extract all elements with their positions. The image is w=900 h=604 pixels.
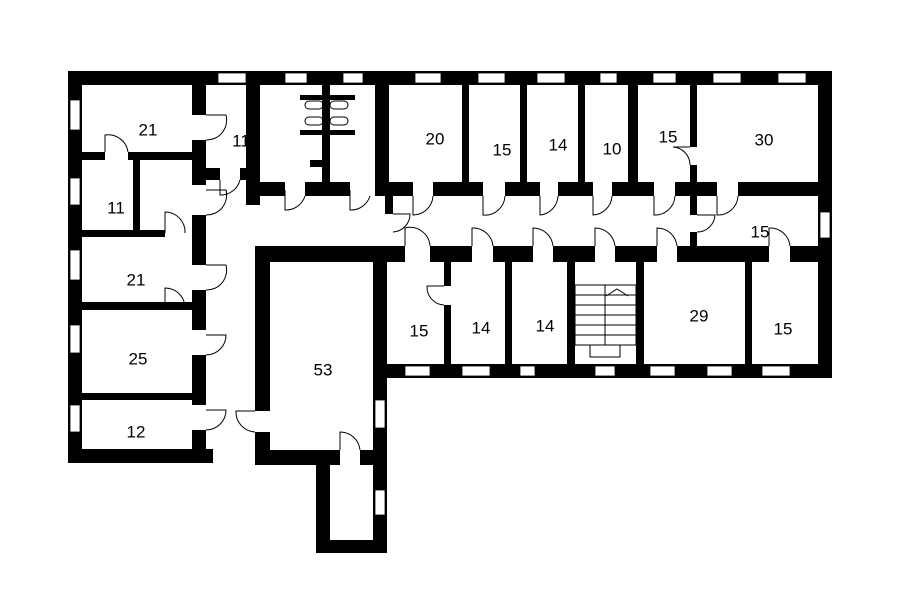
room-label: 15	[751, 222, 770, 241]
room-label: 15	[493, 140, 512, 159]
doors	[104, 114, 791, 451]
room-labels: 21 11 11 21 25 12 20 15 14 10 15 30 15 1…	[107, 120, 792, 441]
room-label: 21	[139, 120, 158, 139]
room-label: 20	[426, 129, 445, 148]
room-label: 25	[129, 349, 148, 368]
stairs-icon	[574, 284, 637, 358]
walls	[68, 71, 832, 553]
room-label: 14	[549, 135, 568, 154]
wc-fixtures-icon	[304, 100, 349, 126]
room-label: 15	[659, 127, 678, 146]
room-label: 15	[410, 321, 429, 340]
room-label: 14	[536, 316, 555, 335]
room-label: 30	[755, 130, 774, 149]
room-label: 53	[314, 360, 333, 379]
room-label: 29	[690, 306, 709, 325]
room-label: 14	[472, 318, 491, 337]
room-label: 10	[603, 139, 622, 158]
room-label: 11	[232, 131, 250, 150]
room-label: 11	[107, 198, 125, 217]
room-label: 21	[127, 270, 146, 289]
room-label: 12	[127, 422, 146, 441]
windows	[69, 72, 831, 516]
room-label: 15	[774, 319, 793, 338]
